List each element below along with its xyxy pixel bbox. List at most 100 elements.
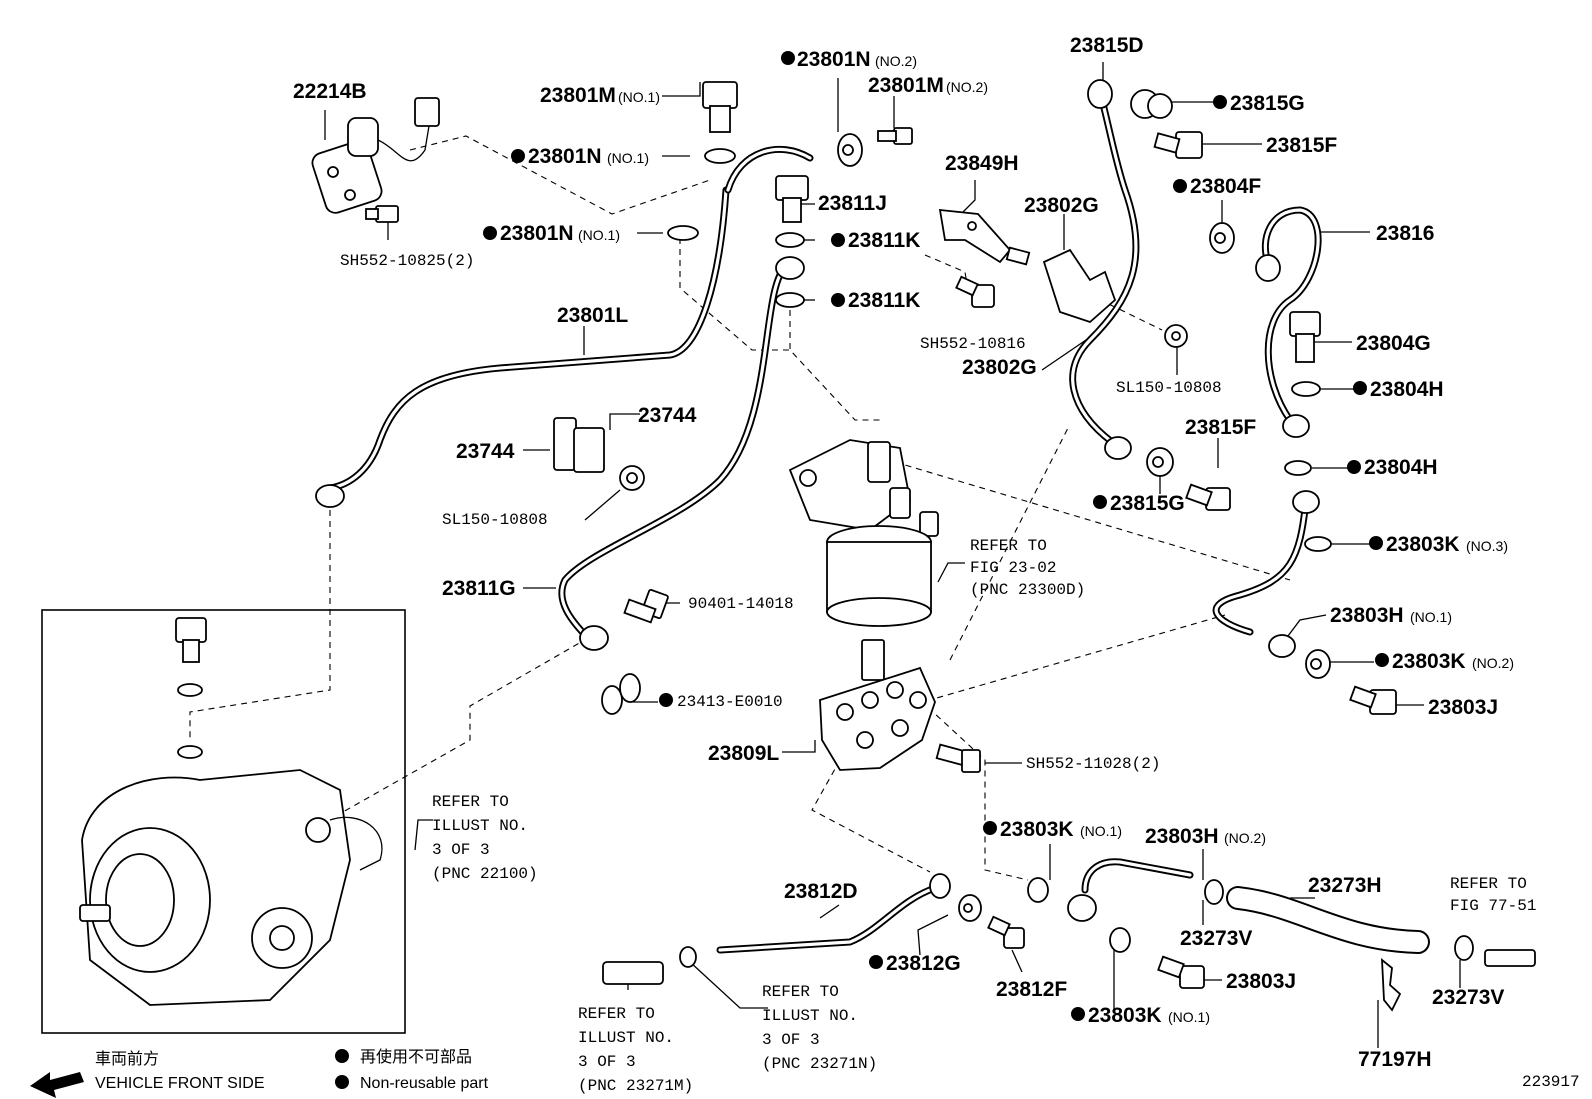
- label-23811K-a: 23811K: [848, 229, 920, 252]
- nonreusable-dot: [781, 51, 795, 65]
- svg-text:ILLUST NO.: ILLUST NO.: [762, 1007, 858, 1025]
- tube-eye-23811G-bottom: [579, 625, 609, 651]
- svg-text:(PNC 23271M): (PNC 23271M): [578, 1077, 693, 1095]
- nonreusable-dot: [1375, 653, 1389, 667]
- tube-eye-23815D-bottom: [1104, 436, 1132, 460]
- label-23802G-a: 23802G: [1024, 194, 1099, 217]
- clip-23812G: [958, 894, 982, 922]
- label-23811K-b: 23811K: [848, 289, 920, 312]
- clamp-23273V-b: [1454, 935, 1474, 961]
- clip-23413-E0010: [601, 673, 641, 715]
- qualifier-no3: (NO.3): [1466, 538, 1508, 554]
- clip-23803K-no2: [1305, 649, 1331, 679]
- qualifier-no2-a: (NO.2): [875, 53, 917, 69]
- tube-eye-23812D: [929, 873, 951, 899]
- label-23802G-b: 23802G: [962, 356, 1037, 379]
- clip-77197H: [1381, 958, 1402, 1012]
- label-23801M-no1: 23801M: [540, 84, 616, 107]
- svg-text:3 OF 3: 3 OF 3: [578, 1053, 636, 1071]
- label-23815G-b: 23815G: [1110, 492, 1185, 515]
- svg-text:ILLUST NO.: ILLUST NO.: [432, 817, 528, 835]
- part-labels: 22214B SH552-10825(2) 23801M (NO.1) 2380…: [293, 34, 1514, 1071]
- clip-23801N-no2: [837, 133, 863, 167]
- refer-illust-23271N: REFER TO ILLUST NO. 3 OF 3 (PNC 23271N): [762, 983, 877, 1073]
- label-23849H: 23849H: [945, 152, 1019, 175]
- nonreusable-dot: [1213, 95, 1227, 109]
- refer-illust-22100: REFER TO ILLUST NO. 3 OF 3 (PNC 22100): [432, 793, 538, 883]
- label-90401-14018: 90401-14018: [688, 595, 794, 613]
- gasket-23801N-no1-b: [667, 225, 699, 241]
- label-23804G: 23804G: [1356, 332, 1431, 355]
- label-23744-b: 23744: [456, 440, 515, 463]
- label-sh552-11028: SH552-11028(2): [1026, 755, 1160, 773]
- tube-eye-23803H-no1-top: [1292, 490, 1320, 514]
- nonreusable-dot: [1347, 460, 1361, 474]
- gasket-23803K-no1-a: [1027, 877, 1049, 903]
- label-23803H-no1: 23803H: [1330, 604, 1404, 627]
- qualifier-no1-b: (NO.1): [607, 150, 649, 166]
- label-23801M-no2: 23801M: [868, 74, 944, 97]
- label-23803K-no1-b: 23803K: [1088, 1004, 1162, 1027]
- bracket-23849H: [938, 208, 1012, 264]
- hose-end-left: [602, 961, 664, 985]
- union-bolt-23801M: [702, 81, 738, 133]
- label-23803J-b: 23803J: [1226, 970, 1296, 993]
- qualifier-no1-a: (NO.1): [618, 89, 660, 105]
- supply-pump: [79, 617, 383, 1006]
- vehicle-front-arrow-icon: [30, 1072, 84, 1098]
- svg-text:REFER TO: REFER TO: [762, 983, 839, 1001]
- label-23273V-a: 23273V: [1180, 927, 1252, 950]
- gasket-23811K-a: [775, 232, 805, 248]
- qualifier-no2-b: (NO.2): [946, 79, 988, 95]
- label-23273H: 23273H: [1308, 874, 1382, 897]
- label-23809L: 23809L: [708, 742, 779, 765]
- label-23812G: 23812G: [886, 952, 961, 975]
- svg-text:3 OF 3: 3 OF 3: [432, 841, 490, 859]
- label-77197H: 77197H: [1358, 1048, 1432, 1071]
- label-23812F: 23812F: [996, 978, 1067, 1001]
- bolt-23801M-no2: [877, 127, 913, 145]
- label-23801N-no1-a: 23801N: [528, 145, 602, 168]
- tube-eye-23816-bottom: [1282, 414, 1310, 438]
- refer-illust-23271M: REFER TO ILLUST NO. 3 OF 3 (PNC 23271M): [578, 1005, 693, 1095]
- label-23801N-no1-b: 23801N: [500, 222, 574, 245]
- label-23815F-a: 23815F: [1266, 134, 1337, 157]
- gasket-23811K-b: [775, 292, 805, 308]
- fuel-filter: [788, 439, 939, 627]
- nonreusable-dot: [1071, 1007, 1085, 1021]
- clip-23815G-b: [1146, 447, 1174, 477]
- clip-23804F: [1209, 222, 1235, 254]
- clamp-hose-left: [679, 946, 697, 968]
- refer-fig-77-51: REFER TO FIG 77-51: [1450, 875, 1536, 915]
- tube-eye-23801L: [315, 484, 345, 508]
- svg-text:(PNC 22100): (PNC 22100): [432, 865, 538, 883]
- bolt-sh552-10816: [955, 275, 995, 308]
- qualifier-no2-c: (NO.2): [1472, 655, 1514, 671]
- fuel-tubes: [326, 88, 1322, 954]
- figure-number: 223917: [1522, 1073, 1580, 1091]
- svg-text:3 OF 3: 3 OF 3: [762, 1031, 820, 1049]
- nonreusable-dot: [983, 821, 997, 835]
- label-23815F-b: 23815F: [1185, 416, 1256, 439]
- qualifier-no1-f: (NO.1): [1168, 1009, 1210, 1025]
- qualifier-no1-c: (NO.1): [578, 227, 620, 243]
- bolt-23849H-small: [1005, 246, 1031, 266]
- svg-text:REFER TO: REFER TO: [432, 793, 509, 811]
- label-23803K-no1-a: 23803K: [1000, 818, 1074, 841]
- nut-sl150-10808-a: [619, 465, 645, 491]
- label-23803J-a: 23803J: [1428, 696, 1498, 719]
- manifold-23809L: [819, 639, 936, 771]
- bolt-23812F: [987, 915, 1025, 949]
- nonreusable-dot: [1353, 381, 1367, 395]
- gasket-23804H-b: [1284, 460, 1312, 476]
- nonreusable-dot: [869, 955, 883, 969]
- label-23804F: 23804F: [1190, 175, 1261, 198]
- union-bolt-23804G: [1289, 311, 1321, 363]
- vehicle-front-en: VEHICLE FRONT SIDE: [95, 1075, 265, 1092]
- nonreusable-dot: [483, 226, 497, 240]
- bolt-23803J-a: [1349, 685, 1397, 715]
- tube-eye-23803H-no2: [1067, 894, 1097, 922]
- nonreusable-en: Non-reusable part: [360, 1075, 489, 1092]
- pipe-end-right: [1484, 949, 1536, 967]
- nonreusable-dot: [335, 1049, 349, 1063]
